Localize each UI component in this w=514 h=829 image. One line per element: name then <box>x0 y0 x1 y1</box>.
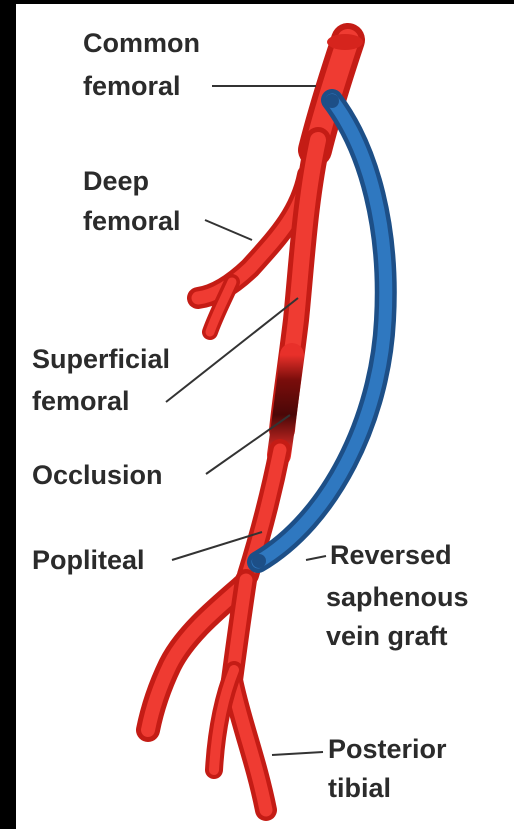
label-posterior-tibial: Posterior tibial <box>328 734 454 803</box>
artery-tree <box>148 34 363 810</box>
label-occlusion: Occlusion <box>32 460 163 490</box>
labels: Common femoral Deep femoral Superficial … <box>32 28 476 803</box>
label-common-femoral: Common femoral <box>83 28 208 101</box>
label-superficial-femoral: Superficial femoral <box>32 344 178 416</box>
label-deep-femoral: Deep femoral <box>83 166 181 236</box>
label-reversed-saphenous-vein-graft: Reversed saphenous vein graft <box>326 540 476 651</box>
label-popliteal: Popliteal <box>32 545 145 575</box>
